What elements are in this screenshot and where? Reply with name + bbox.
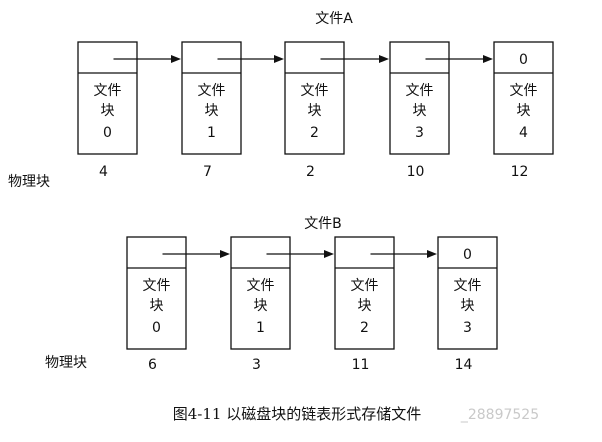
next-pointer-arrow xyxy=(370,250,437,258)
physical-block-number: 11 xyxy=(352,357,370,373)
next-pointer-arrow xyxy=(320,55,389,63)
file-block: 文件块 1 3 xyxy=(230,236,291,373)
block-box xyxy=(126,236,187,350)
block-label-line1: 文件 xyxy=(510,83,538,99)
physical-block-number: 7 xyxy=(203,164,212,180)
physical-block-number: 4 xyxy=(99,164,108,180)
file-block: 文件块 3 10 xyxy=(389,41,450,180)
file-block: 文件块 2 11 xyxy=(334,236,395,373)
file-block: 文件块 0 6 xyxy=(126,236,187,373)
physical-block-number: 3 xyxy=(252,357,261,373)
block-label-line2: 块 xyxy=(101,103,115,119)
block-box xyxy=(181,41,242,155)
next-pointer-arrow xyxy=(113,55,181,63)
physical-block-label: 物理块 xyxy=(45,355,87,371)
file-title: 文件B xyxy=(304,216,342,232)
block-box xyxy=(334,236,395,350)
physical-block-number: 2 xyxy=(306,164,315,180)
pointer-value: 0 xyxy=(463,247,472,263)
file-title: 文件A xyxy=(315,11,353,27)
next-pointer-arrow xyxy=(217,55,284,63)
physical-block-number: 14 xyxy=(455,357,473,373)
next-pointer-arrow xyxy=(425,55,493,63)
block-label-line2: 块 xyxy=(254,298,268,314)
next-pointer-arrow xyxy=(162,250,230,258)
block-label-line2: 块 xyxy=(461,298,475,314)
block-label-line1: 文件 xyxy=(247,278,275,294)
block-index: 3 xyxy=(415,125,424,141)
block-label-line2: 块 xyxy=(413,103,427,119)
file-a-chain: 文件A 物理块 文件块 0 4 文件块 1 7 文件块 2 2 文件块 3 10 0 文件块 4 12 xyxy=(8,11,554,190)
pointer-value: 0 xyxy=(519,52,528,68)
file-block: 文件块 1 7 xyxy=(181,41,242,180)
block-label-line2: 块 xyxy=(308,103,322,119)
block-label-line2: 块 xyxy=(150,298,164,314)
file-b-chain: 文件B 物理块 文件块 0 6 文件块 1 3 文件块 2 11 0 文件块 3 14 xyxy=(45,216,498,373)
block-box xyxy=(77,41,138,155)
block-label-line1: 文件 xyxy=(301,83,329,99)
block-label-line1: 文件 xyxy=(454,278,482,294)
block-box xyxy=(493,41,554,155)
block-label-line2: 块 xyxy=(358,298,372,314)
block-index: 1 xyxy=(256,320,265,336)
block-label-line1: 文件 xyxy=(406,83,434,99)
physical-block-label: 物理块 xyxy=(8,174,50,190)
block-box xyxy=(284,41,345,155)
physical-block-number: 12 xyxy=(511,164,529,180)
file-block: 0 文件块 3 14 xyxy=(437,236,498,373)
physical-block-number: 6 xyxy=(148,357,157,373)
block-label-line1: 文件 xyxy=(351,278,379,294)
block-box xyxy=(437,236,498,350)
block-index: 0 xyxy=(103,125,112,141)
block-index: 2 xyxy=(360,320,369,336)
block-label-line2: 块 xyxy=(205,103,219,119)
physical-block-number: 10 xyxy=(407,164,425,180)
block-label-line1: 文件 xyxy=(94,83,122,99)
block-label-line1: 文件 xyxy=(198,83,226,99)
file-block: 0 文件块 4 12 xyxy=(493,41,554,180)
file-block: 文件块 0 4 xyxy=(77,41,138,180)
block-index: 4 xyxy=(519,125,528,141)
watermark-text: _28897525 xyxy=(460,407,539,423)
block-index: 1 xyxy=(207,125,216,141)
block-index: 2 xyxy=(310,125,319,141)
block-label-line2: 块 xyxy=(517,103,531,119)
figure-caption: 图4-11 以磁盘块的链表形式存储文件 xyxy=(173,405,421,423)
block-index: 0 xyxy=(152,320,161,336)
block-index: 3 xyxy=(463,320,472,336)
block-label-line1: 文件 xyxy=(143,278,171,294)
block-box xyxy=(230,236,291,350)
file-block: 文件块 2 2 xyxy=(284,41,345,180)
block-box xyxy=(389,41,450,155)
next-pointer-arrow xyxy=(266,250,334,258)
